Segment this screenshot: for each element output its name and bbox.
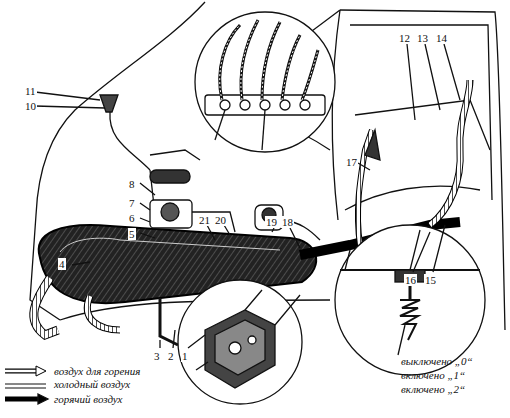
- callout-number: 19: [265, 216, 278, 228]
- callout-number: 6: [128, 212, 136, 224]
- callout-number: 5: [128, 228, 136, 240]
- callout-number: 10: [24, 100, 37, 112]
- switch-position: включено „2“: [400, 383, 466, 395]
- callout-number: 20: [214, 214, 227, 226]
- switch-position: включено „1“: [400, 369, 466, 381]
- switch-position: выключено „0“: [400, 355, 474, 367]
- callout-number: 15: [424, 274, 437, 286]
- callout-number: 11: [24, 85, 37, 97]
- callout-number: 12: [398, 32, 411, 44]
- legend-text: горячий воздух: [54, 393, 122, 405]
- callout-number: 2: [167, 350, 175, 362]
- legend-text: холодный воздух: [54, 378, 130, 390]
- callout-number: 13: [416, 32, 429, 44]
- callout-number: 7: [128, 197, 136, 209]
- legend-text: воздух для горения: [54, 365, 140, 377]
- callout-number: 3: [153, 350, 161, 362]
- callout-number: 14: [435, 32, 448, 44]
- callout-number: 8: [128, 178, 136, 190]
- callout-number: 21: [198, 214, 211, 226]
- callout-number: 18: [281, 216, 294, 228]
- callout-number: 1: [181, 350, 189, 362]
- callout-number: 16: [404, 274, 417, 286]
- callout-number: 17: [345, 156, 358, 168]
- callout-number: 4: [58, 258, 66, 270]
